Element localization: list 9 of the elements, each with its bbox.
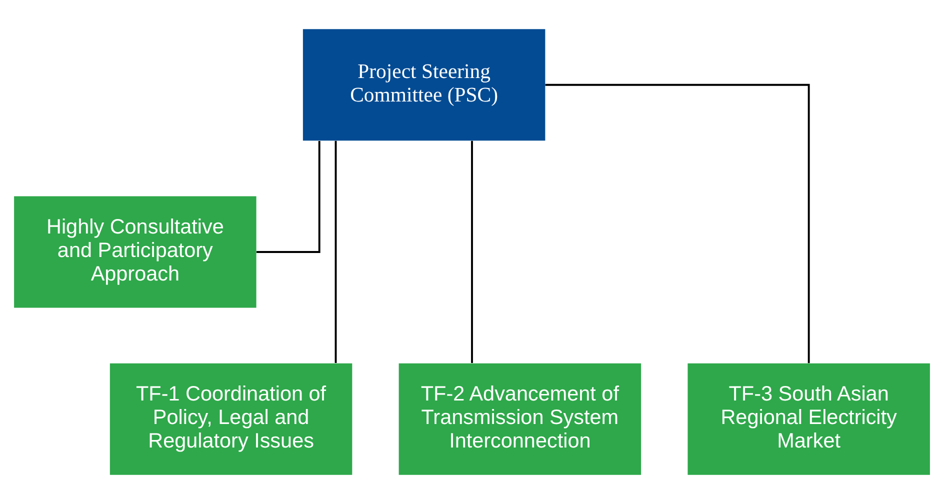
node-box: Project Steering Committee (PSC) [302,28,546,140]
node-box: TF-3 South Asian Regional Electricity Market [688,362,930,474]
connector [256,140,320,252]
node-box: TF-1 Coordination of Policy, Legal and Regulatory Issues [110,362,352,474]
connector [471,140,473,362]
node-box: Highly Consultative and Participatory Approach [14,196,256,308]
connector [334,140,337,362]
node-box: TF-2 Advancement of Transmission System Interconnection [398,362,642,474]
connector [545,83,810,363]
